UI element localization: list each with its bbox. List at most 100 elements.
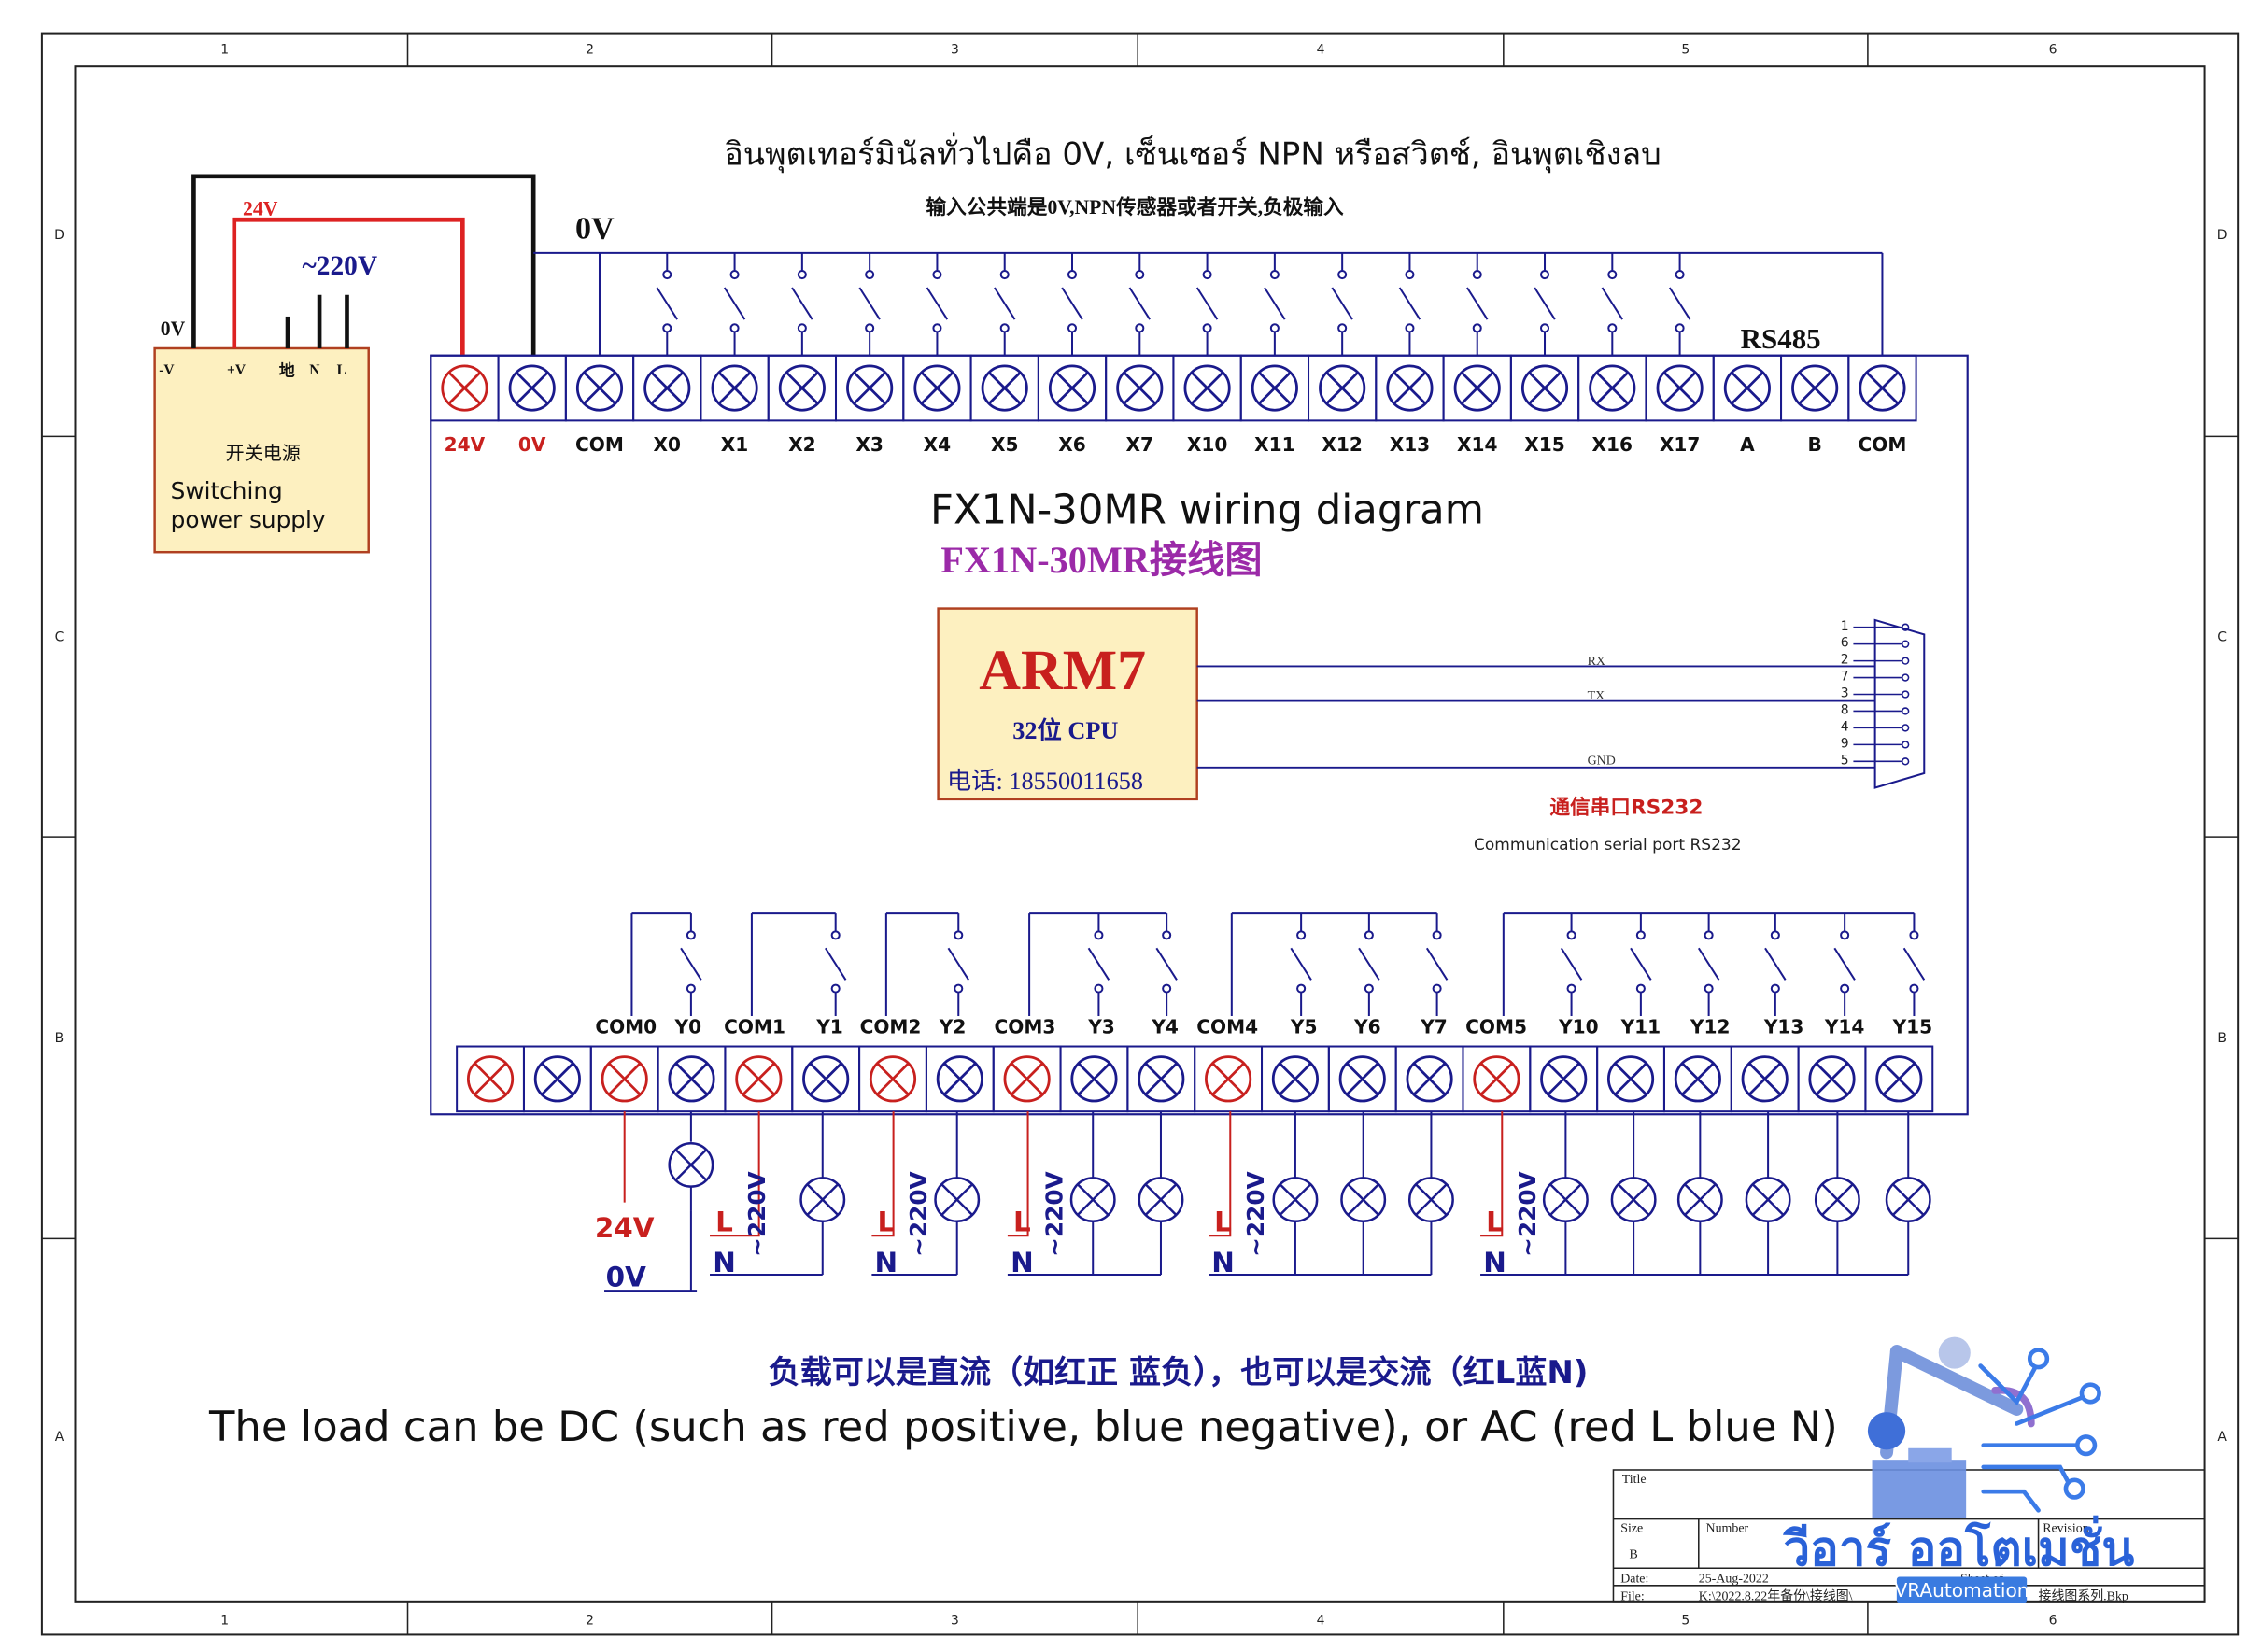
output-contact-3-1	[1155, 913, 1178, 1017]
zone-col-bottom-2: 2	[586, 1614, 594, 1629]
bottom-terminal-y0-3	[657, 1045, 727, 1113]
dc-label-24v: 24V	[595, 1212, 655, 1244]
zone-col-top-3: 3	[951, 42, 959, 57]
output-label-y4: Y4	[1151, 1016, 1179, 1038]
top-terminal-x14-15	[1442, 354, 1512, 422]
output-contact-5-2	[1697, 913, 1720, 1017]
output-contact-5-3	[1764, 913, 1787, 1017]
tb-file-tail: 接线图系列.Bkp	[2039, 1588, 2128, 1603]
ac-load-lamp-4-5	[1885, 1177, 1931, 1223]
bottom-terminal-block	[456, 1045, 1934, 1113]
ac-label-220v-4: ~220V	[1514, 1170, 1541, 1256]
output-label-y1: Y1	[815, 1016, 843, 1038]
top-terminal-x0-3	[632, 354, 702, 422]
bottom-terminal-com5-15	[1462, 1045, 1532, 1113]
frame-ticks	[41, 33, 2239, 1635]
top-terminal-x17-18	[1645, 354, 1715, 422]
ac-label-n-0: N	[713, 1247, 736, 1278]
input-switch-x16	[1601, 252, 1623, 356]
top-terminal-x12-13	[1308, 354, 1378, 422]
brand-en-badge	[1896, 1576, 2028, 1603]
tb-revision-label: Revision	[2043, 1522, 2089, 1536]
db9-pin-7: 7	[1841, 670, 1849, 685]
top-terminal-label-5: X2	[788, 433, 816, 456]
bottom-terminal-com2-6	[858, 1045, 927, 1113]
top-terminal-a-19	[1712, 354, 1783, 422]
output-label-y0: Y0	[674, 1016, 702, 1038]
output-contact-4-2	[1425, 913, 1449, 1017]
load-wiring	[604, 1111, 1931, 1292]
output-relays	[630, 912, 1926, 1017]
db9-pin-4: 4	[1841, 720, 1849, 735]
bottom-terminal-y15-21	[1864, 1045, 1934, 1113]
top-terminal-label-12: X11	[1254, 433, 1295, 456]
top-terminal-x7-10	[1105, 354, 1175, 422]
bottom-terminal-y7-14	[1394, 1045, 1464, 1113]
top-terminal-label-16: X15	[1524, 433, 1565, 456]
input-common-0v-label: 0V	[575, 211, 615, 246]
output-label-y15: Y15	[1892, 1016, 1933, 1038]
wire-24v-red	[232, 217, 465, 356]
top-terminal-x5-8	[969, 354, 1039, 422]
tb-file-value: K:\2022.8.22年备份\接线图\	[1699, 1588, 1853, 1603]
zone-row-left-C: C	[55, 629, 64, 644]
zone-col-top-4: 4	[1317, 42, 1325, 57]
serial-label-cn: 通信串口RS232	[1549, 795, 1703, 819]
output-contact-5-5	[1902, 913, 1926, 1017]
top-terminal-label-9: X6	[1058, 433, 1086, 456]
footer-note-cn: 负载可以是直流（如红正 蓝负），也可以是交流（红L蓝N)	[769, 1354, 1589, 1391]
top-terminal-x13-14	[1375, 354, 1445, 422]
zone-col-top-1: 1	[220, 42, 229, 57]
psu-terminal-minus-v: -V	[159, 362, 174, 378]
top-terminal-x1-4	[700, 354, 770, 422]
top-terminal-x6-9	[1037, 354, 1108, 422]
output-label-y6: Y6	[1353, 1016, 1381, 1038]
psu-title-en-2: power supply	[171, 506, 326, 533]
serial-tx-label: TX	[1588, 689, 1605, 703]
output-label-y14: Y14	[1824, 1016, 1865, 1038]
ac-line-wire-3	[1209, 1111, 1232, 1237]
zone-row-right-A: A	[2217, 1430, 2227, 1445]
db9-pin-5: 5	[1841, 753, 1849, 768]
cpu-phone: 电话: 18550011658	[947, 768, 1143, 795]
db9-pin-9: 9	[1841, 736, 1849, 751]
drawing-frame	[40, 32, 2240, 1636]
top-terminal-label-0: 24V	[445, 433, 486, 456]
db9-connector-shell	[1873, 618, 1926, 789]
ac-label-l-4: L	[1486, 1207, 1504, 1238]
top-terminal-b-20	[1780, 354, 1850, 422]
top-terminal-x3-6	[834, 354, 905, 422]
top-terminal-x2-5	[767, 354, 838, 422]
top-terminal-label-10: X7	[1126, 433, 1154, 456]
output-label-y2: Y2	[939, 1016, 967, 1038]
input-switch-x7	[1128, 252, 1151, 356]
bottom-terminal-com4-11	[1194, 1045, 1264, 1113]
serial-rx-label: RX	[1588, 655, 1605, 669]
top-terminal-label-17: X16	[1592, 433, 1633, 456]
bottom-terminal-com1-4	[724, 1045, 794, 1113]
dc-load-lamp	[668, 1141, 714, 1188]
bottom-terminal-com3-8	[992, 1045, 1062, 1113]
power-supply: -V +V 地 N L 开关电源 Switching power supply	[153, 346, 370, 554]
bottom-terminal-y3-9	[1059, 1045, 1129, 1113]
output-contact-4-1	[1358, 913, 1380, 1017]
output-contact-5-4	[1833, 913, 1856, 1017]
output-label-y11: Y11	[1620, 1016, 1661, 1038]
zone-col-top-6: 6	[2049, 42, 2057, 57]
top-terminal-x10-11	[1172, 354, 1242, 422]
bottom-terminal-y2-7	[925, 1045, 995, 1113]
plc-body	[430, 354, 1969, 1116]
zone-row-right-D: D	[2217, 228, 2227, 243]
power-supply-box	[153, 346, 370, 554]
top-terminal-label-13: X12	[1322, 433, 1363, 456]
input-switch-x6	[1061, 252, 1083, 356]
zone-row-right-B: B	[2217, 1031, 2227, 1046]
ac-load-lamp-4-2	[1676, 1177, 1723, 1223]
ac-label-n-4: N	[1483, 1247, 1506, 1278]
tb-title-label: Title	[1622, 1473, 1647, 1487]
db9-pin-8: 8	[1841, 703, 1849, 718]
ac-label-l-0: L	[715, 1207, 733, 1238]
